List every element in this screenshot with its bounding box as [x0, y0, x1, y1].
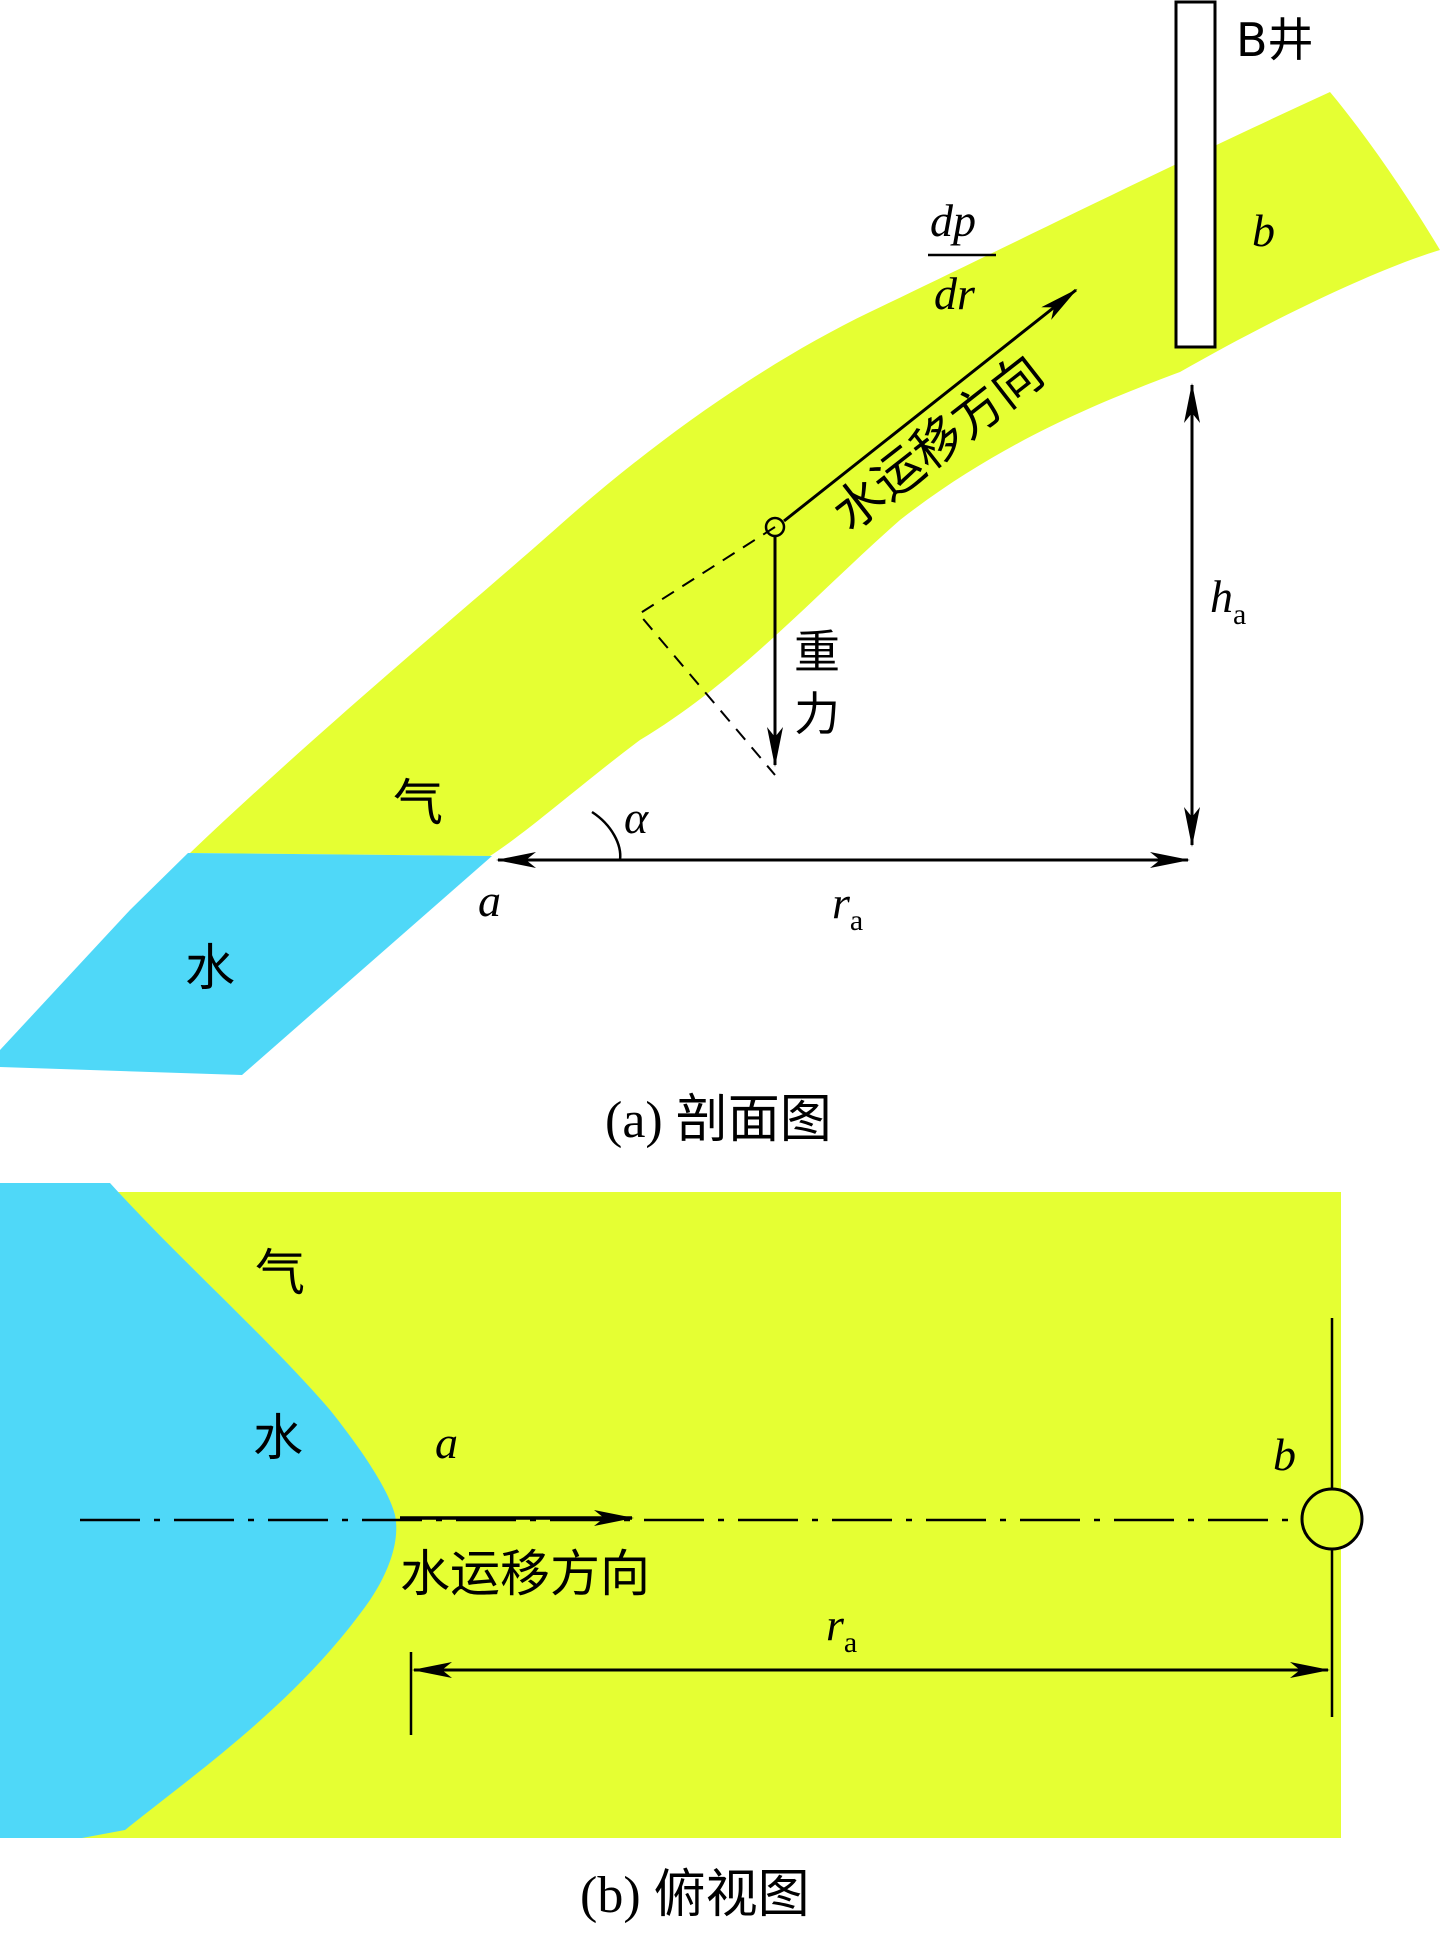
- angle-label: α: [624, 792, 649, 843]
- height-symbol: h: [1210, 571, 1233, 622]
- gas-label-a: 气: [393, 774, 443, 832]
- caption-a: (a) 剖面图: [605, 1092, 832, 1149]
- point-a-label-b: a: [435, 1417, 458, 1468]
- caption-b: (b) 俯视图: [580, 1867, 810, 1924]
- panel-a-section-view: B井 b dp dr 水运移方向 重 力 ha α a ra 气 水 (a) 剖…: [0, 0, 1440, 1149]
- gradient-denominator: dr: [934, 268, 976, 319]
- distance-label-b: ra: [826, 1599, 857, 1659]
- gravity-label-1: 重: [794, 625, 840, 679]
- distance-subscript-a: a: [850, 904, 863, 937]
- water-zone-plan: [0, 1183, 397, 1838]
- water-label-a: 水: [185, 939, 235, 997]
- well-b-label: B井: [1236, 13, 1314, 67]
- water-zone-section: [0, 853, 492, 1075]
- height-label: ha: [1210, 571, 1246, 631]
- pressure-gradient-arrow: [783, 288, 1078, 523]
- distance-label-a: ra: [832, 877, 863, 937]
- water-label-b: 水: [253, 1409, 303, 1467]
- well-b-plan: [1300, 1487, 1364, 1551]
- height-subscript: a: [1233, 598, 1246, 631]
- panel-b-plan-view: 气 水 a b 水运移方向 ra (b) 俯视图: [0, 1183, 1364, 1924]
- gradient-numerator: dp: [930, 195, 976, 246]
- gas-zone-section: [190, 92, 1440, 856]
- point-b-label: b: [1252, 205, 1275, 256]
- gas-label-b: 气: [255, 1244, 305, 1302]
- angle-arc: [591, 810, 622, 861]
- distance-subscript-b: a: [844, 1626, 857, 1659]
- distance-symbol-a: r: [832, 877, 851, 928]
- point-b-label-b: b: [1273, 1429, 1296, 1480]
- point-a-label: a: [478, 875, 501, 926]
- migration-direction-label-b: 水运移方向: [400, 1545, 650, 1603]
- distance-symbol-b: r: [826, 1599, 845, 1650]
- gravity-label-2: 力: [794, 687, 840, 741]
- dashed-construction-lines: [637, 526, 776, 776]
- well-b: [1174, 0, 1217, 349]
